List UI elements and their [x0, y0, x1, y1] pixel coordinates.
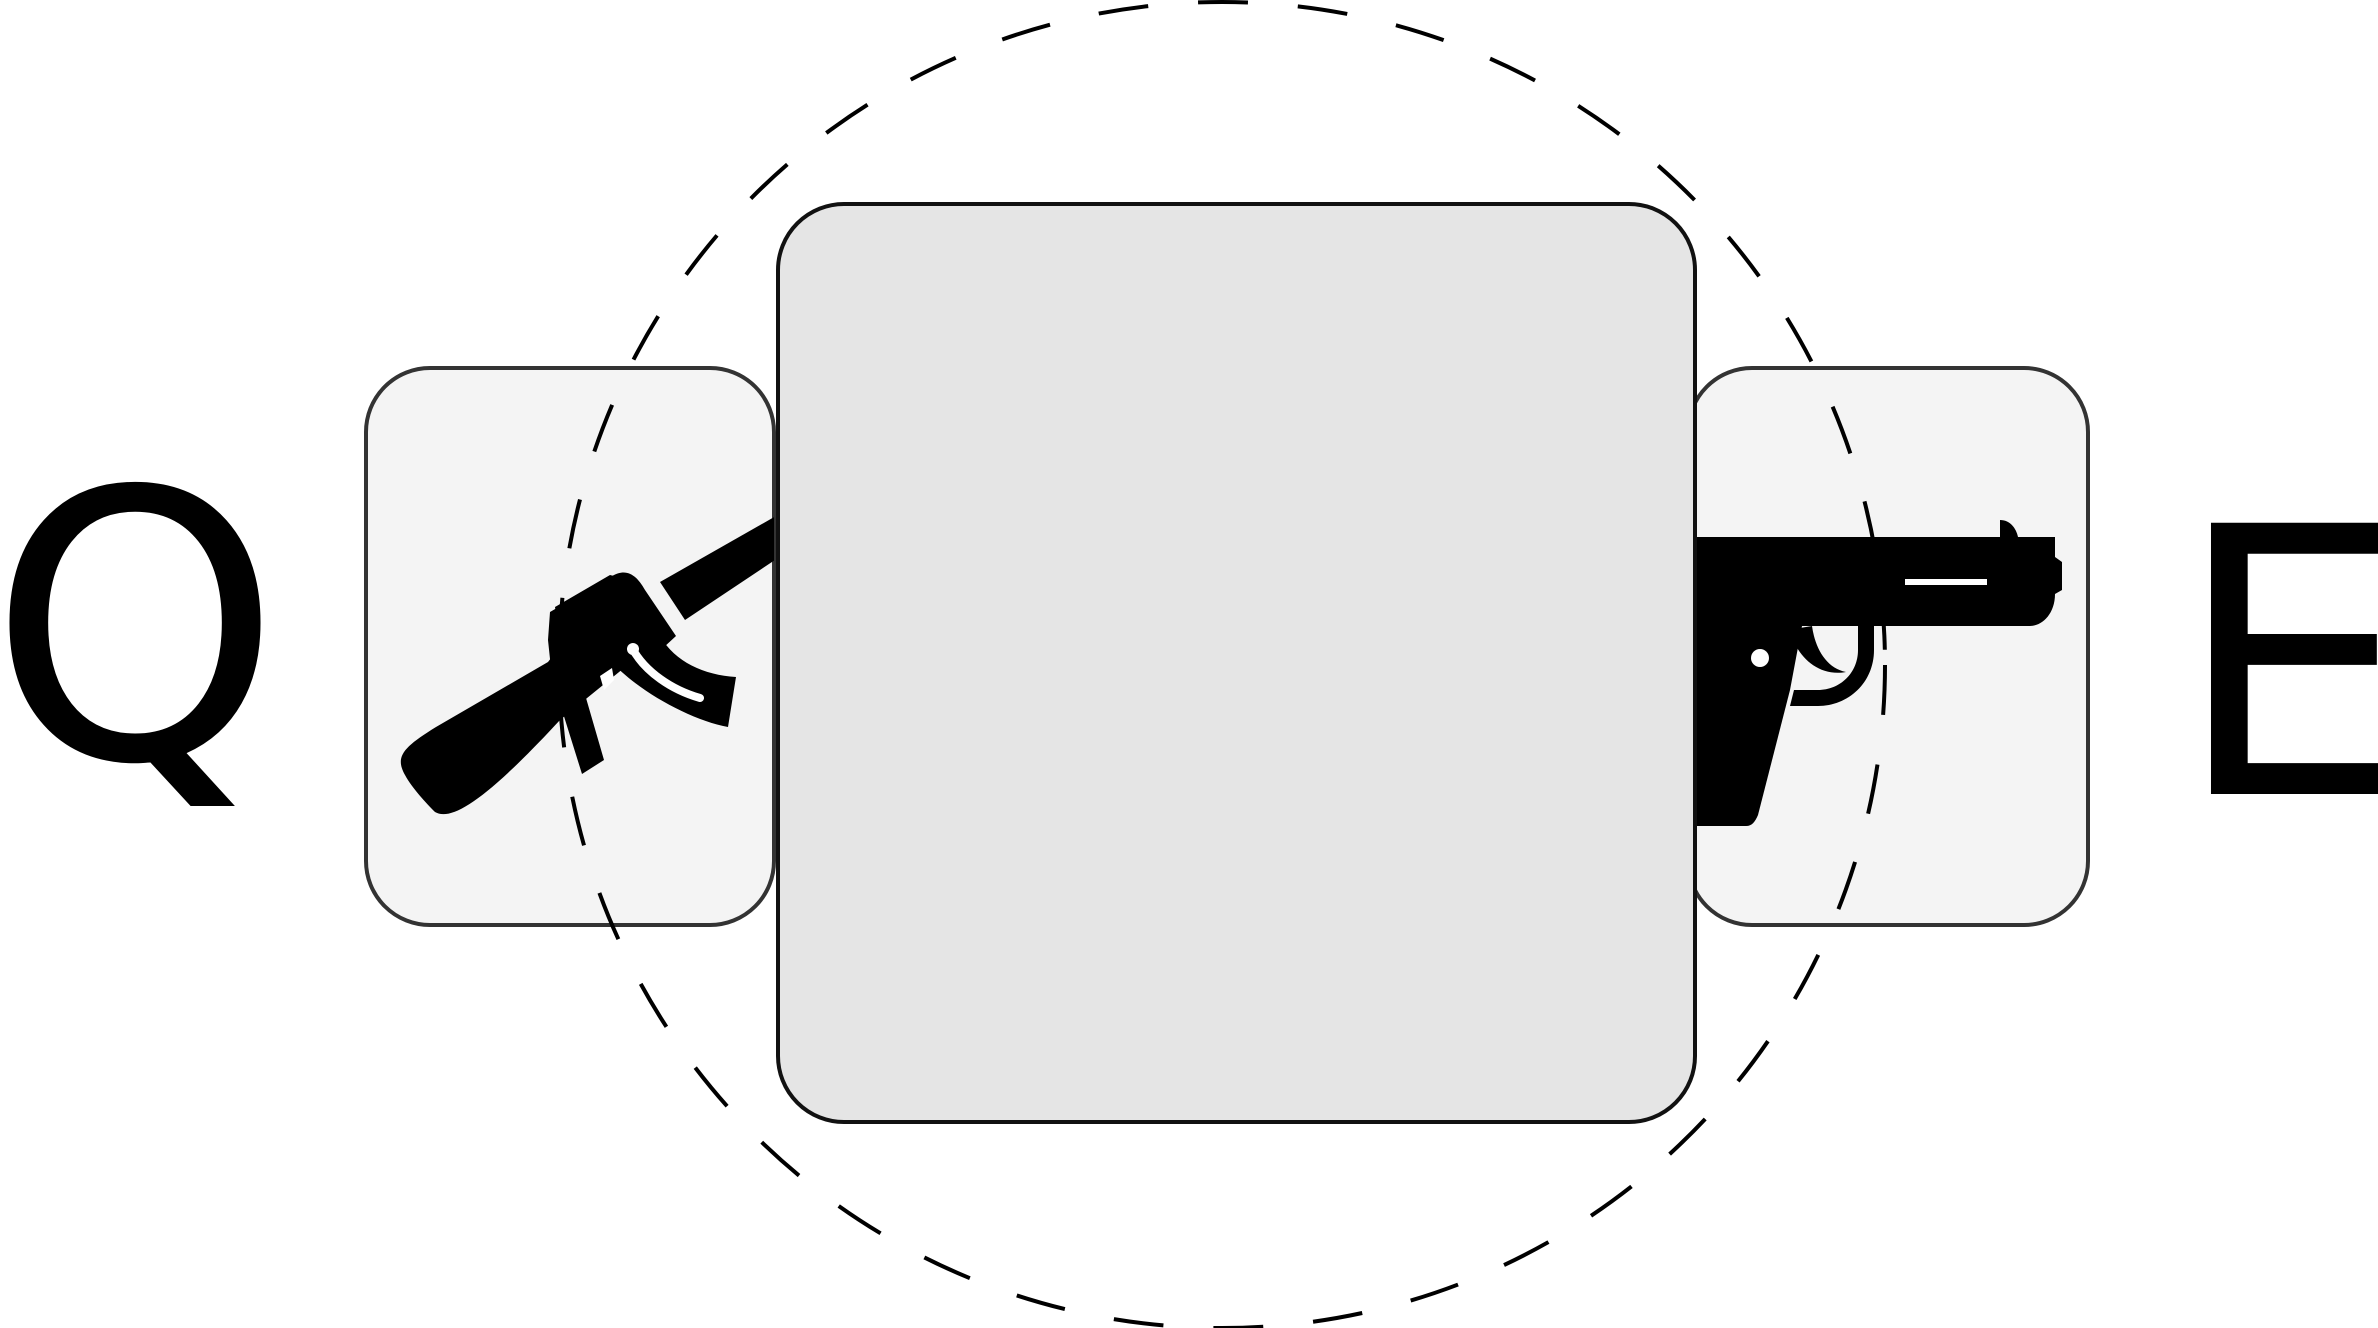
prev-weapon-slot[interactable]: [364, 366, 790, 927]
prev-weapon-key-hint[interactable]: Q: [0, 413, 281, 846]
selection-radius-ring: [557, 0, 1887, 1328]
assault-rifle-icon: [400, 508, 774, 815]
current-weapon-slot[interactable]: [776, 202, 1697, 1124]
next-weapon-key-hint[interactable]: E: [2174, 449, 2378, 882]
pistol-icon: [1688, 520, 2062, 826]
